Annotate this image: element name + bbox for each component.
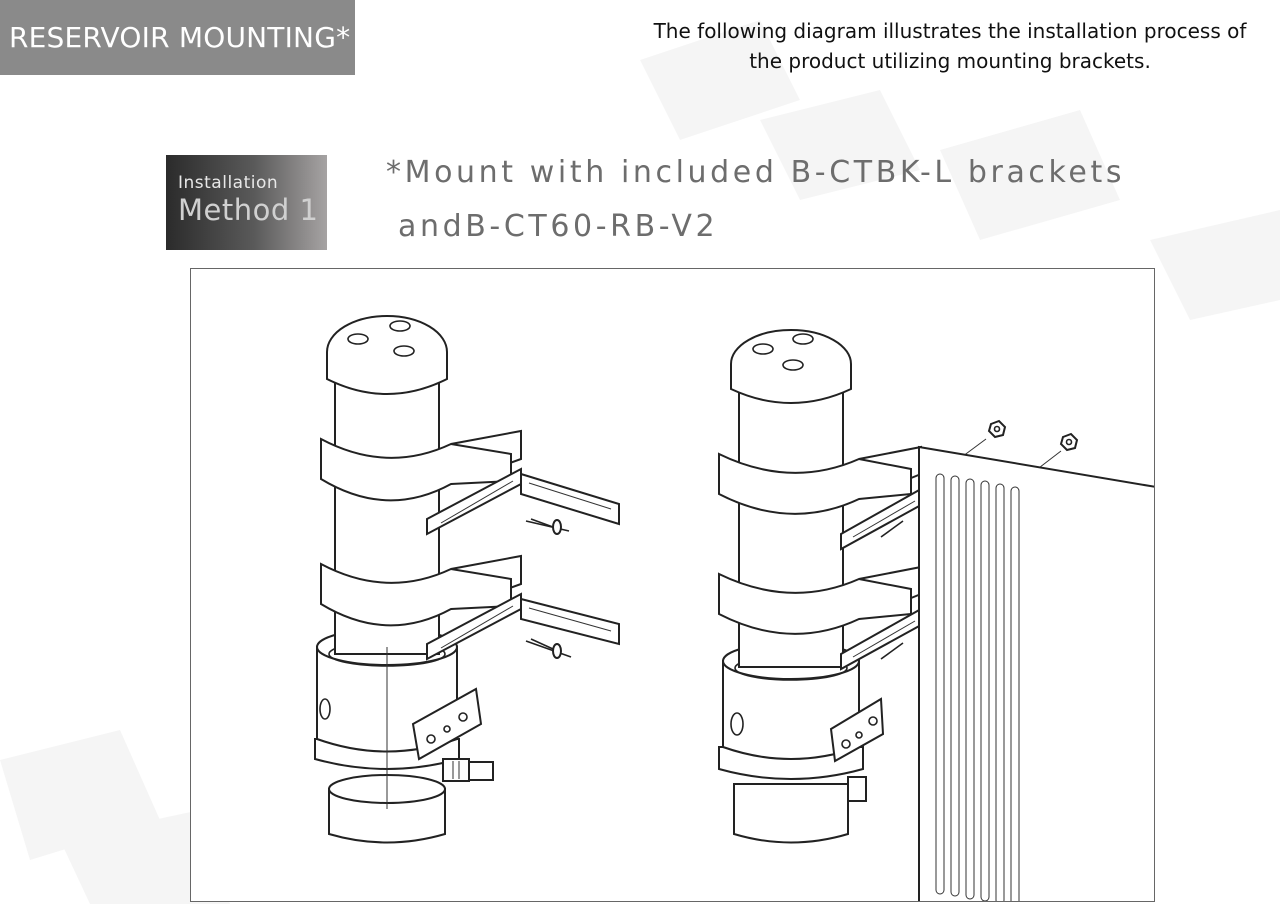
intro-text: The following diagram illustrates the in… <box>600 16 1280 76</box>
installation-method-badge: Installation Method 1 <box>166 155 327 250</box>
intro-line-1: The following diagram illustrates the in… <box>653 19 1247 43</box>
section-title: RESERVOIR MOUNTING* <box>9 21 351 54</box>
installation-drawing <box>314 315 1154 901</box>
method-label-large: Method 1 <box>178 193 319 227</box>
left-reservoir-assembly <box>314 315 620 844</box>
section-title-badge: RESERVOIR MOUNTING* <box>0 0 355 75</box>
right-reservoir-assembly <box>718 329 1079 844</box>
caption-line-1: *Mount with included B-CTBK-L brackets <box>386 155 1126 190</box>
mounting-panel <box>918 445 1154 901</box>
intro-line-2: the product utilizing mounting brackets. <box>749 49 1151 73</box>
caption-line-2: andB-CT60-RB-V2 <box>398 209 719 244</box>
method-label-small: Installation <box>178 173 279 193</box>
installation-diagram <box>190 268 1155 902</box>
